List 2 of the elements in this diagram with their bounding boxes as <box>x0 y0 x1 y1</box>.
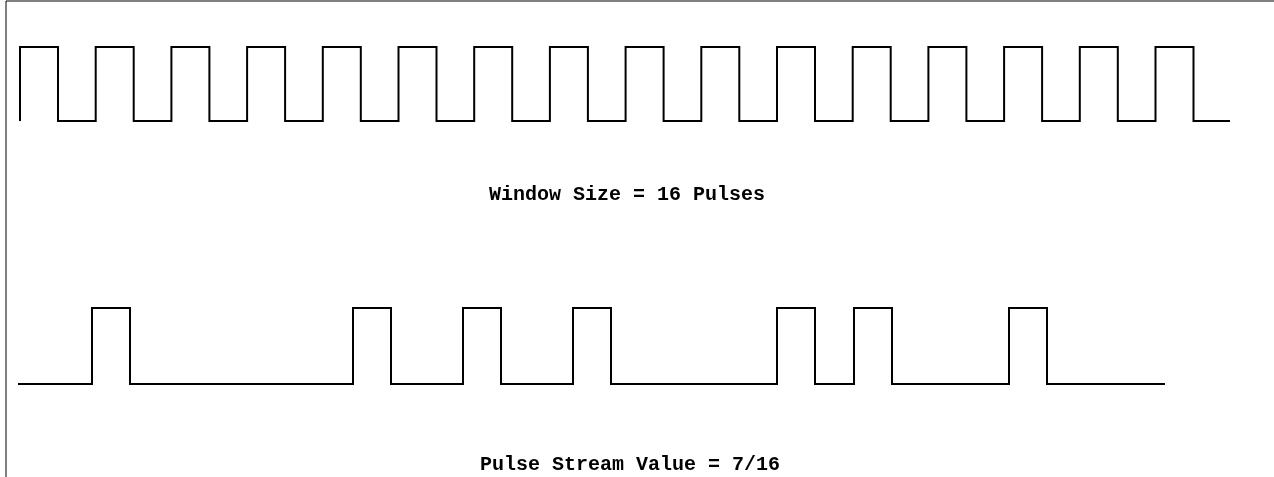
caption-text: Window Size = 16 Pulses <box>489 183 765 206</box>
caption-text: Pulse Stream Value = 7/16 <box>479 453 781 476</box>
